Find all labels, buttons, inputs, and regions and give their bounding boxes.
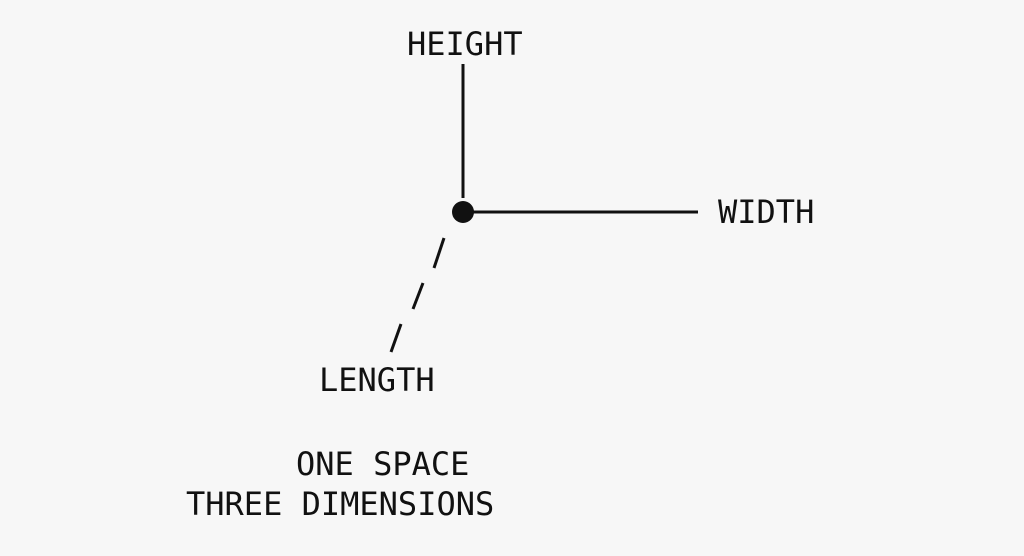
length-axis-dashes xyxy=(389,237,446,353)
caption-line-1: ONE SPACE xyxy=(296,445,470,483)
origin-dot xyxy=(452,201,474,223)
length-label: LENGTH xyxy=(319,361,435,399)
width-label: WIDTH xyxy=(718,193,815,231)
length-axis-dash xyxy=(432,237,446,269)
caption-line-2: THREE DIMENSIONS xyxy=(186,485,495,523)
length-axis-dash xyxy=(411,282,425,310)
length-axis-dash xyxy=(389,323,403,353)
height-label: HEIGHT xyxy=(407,25,523,63)
